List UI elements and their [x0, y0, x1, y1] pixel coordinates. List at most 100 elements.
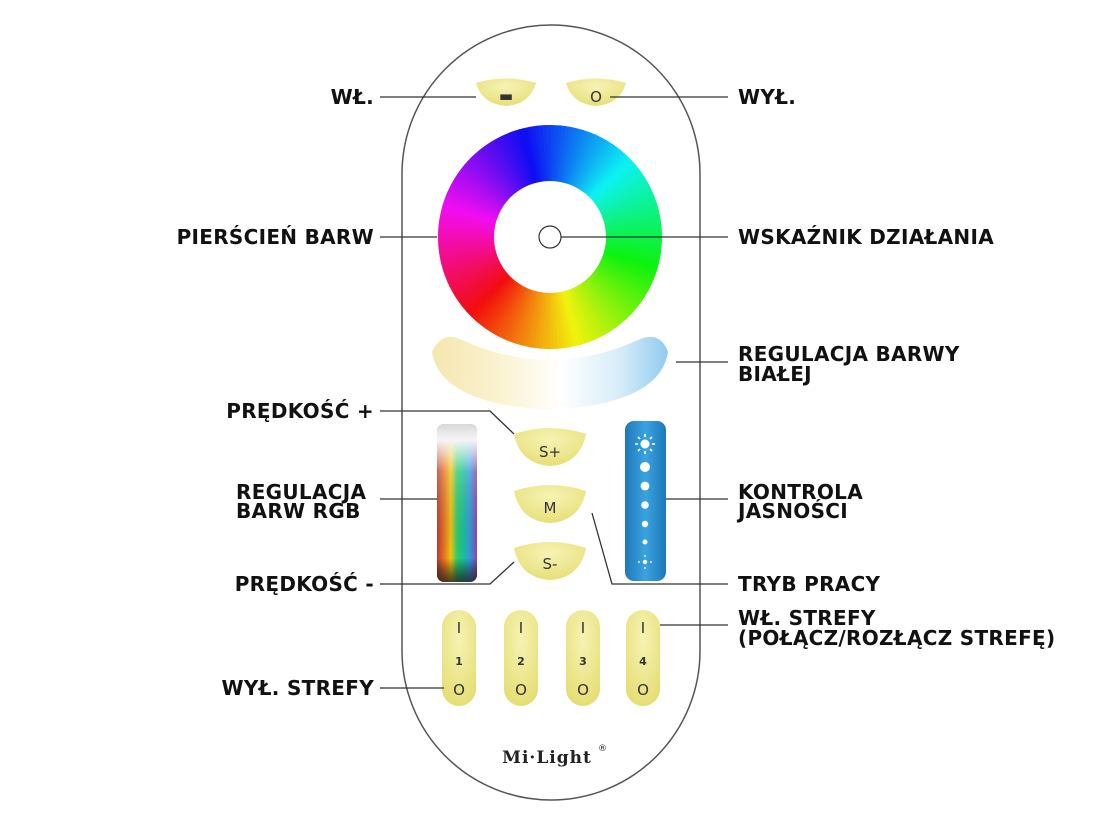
zone-button-3[interactable]: I 3 O — [566, 610, 600, 706]
label-rgb-line1: REGULACJA — [236, 480, 366, 504]
leader-lines — [380, 96, 728, 689]
color-ring-segment — [526, 126, 541, 184]
speed-plus-button[interactable]: S+ — [514, 428, 586, 466]
zone-off-glyph: O — [453, 681, 465, 699]
label-zone-on-line2: (POŁĄCZ/ROZŁĄCZ STREFĘ) — [738, 626, 1055, 650]
color-ring-segment — [545, 291, 550, 349]
off-button[interactable]: O — [566, 78, 626, 107]
mode-button[interactable]: M — [514, 485, 586, 523]
white-tone-slider[interactable] — [432, 336, 668, 410]
color-ring-segment — [603, 246, 661, 261]
color-ring-segment — [446, 190, 500, 217]
color-ring-segment — [514, 289, 535, 345]
color-ring-segment — [490, 283, 523, 334]
color-ring-segment — [586, 276, 628, 321]
color-ring-segment — [443, 198, 499, 220]
color-ring-segment — [474, 277, 515, 323]
label-on: WŁ. — [331, 85, 374, 109]
brightness-low-icon — [638, 555, 652, 569]
color-ring-segment — [577, 140, 610, 191]
color-ring-segment — [603, 213, 661, 228]
color-ring-segment — [503, 287, 530, 341]
color-ring-segment — [494, 137, 525, 190]
color-ring-segment — [541, 291, 549, 349]
zone-number: 1 — [455, 655, 463, 668]
color-ring-segment — [522, 290, 539, 347]
color-ring-segment — [496, 285, 526, 338]
color-ring-segment — [604, 221, 662, 232]
brightness-level-dot — [641, 520, 649, 528]
color-ring-segment — [585, 277, 625, 324]
color-ring-segment — [604, 244, 661, 258]
color-ring-segment — [565, 129, 586, 185]
rgb-color-strip[interactable] — [437, 424, 477, 582]
color-ring-segment — [602, 250, 659, 269]
zone-on-glyph: I — [457, 619, 461, 637]
color-ring-segment — [553, 291, 562, 349]
color-ring-segment — [538, 125, 547, 183]
speed-minus-label: S- — [543, 555, 558, 573]
mode-label: M — [544, 499, 557, 517]
on-button-glyph: ▬ — [499, 87, 513, 105]
label-white-line1: REGULACJA BARWY — [738, 342, 960, 366]
color-ring-segment — [466, 273, 511, 315]
color-ring-segment — [600, 255, 656, 280]
color-ring-segment — [533, 291, 545, 349]
label-brightness-line2: JASNOŚCI — [736, 499, 848, 523]
zone-button-4[interactable]: I 4 O — [626, 610, 660, 706]
color-ring-segment — [443, 253, 499, 276]
color-ring-segment — [466, 158, 511, 201]
color-ring-segment — [486, 282, 521, 332]
color-ring-segment — [439, 213, 497, 228]
color-ring-segment — [574, 136, 604, 189]
color-ring-segment — [586, 153, 629, 198]
zone-off-glyph: O — [515, 681, 527, 699]
color-ring-segment — [500, 286, 528, 340]
color-ring-segment — [594, 267, 643, 304]
color-ring-segment — [439, 244, 496, 257]
color-ring-segment — [559, 290, 574, 348]
zone-button-1[interactable]: I 1 O — [442, 610, 476, 706]
color-ring-segment — [593, 168, 641, 205]
speed-plus-label: S+ — [539, 443, 561, 461]
zone-button-2[interactable]: I 2 O — [504, 610, 538, 706]
brightness-control[interactable] — [625, 421, 666, 581]
color-ring-segment — [598, 184, 651, 214]
status-indicator-icon — [538, 225, 562, 249]
speed-minus-button[interactable]: S- — [514, 542, 586, 580]
color-ring-segment — [459, 167, 507, 205]
color-ring-segment — [570, 133, 597, 187]
label-speed-plus: PRĘDKOŚĆ + — [226, 399, 374, 423]
color-ring-segment — [564, 289, 585, 345]
color-ring-segment — [546, 124, 551, 183]
color-ring-segment — [441, 250, 498, 268]
brightness-level-dot — [640, 481, 650, 491]
color-ring-segment — [599, 187, 653, 215]
color-ring-segment — [457, 170, 506, 207]
color-ring-segment — [568, 288, 592, 343]
color-ring-segment — [451, 180, 503, 212]
zone-on-glyph: I — [641, 619, 645, 637]
color-ring-segment — [604, 240, 662, 250]
color-ring-segment — [578, 282, 613, 333]
color-ring-segment — [454, 265, 505, 300]
color-ring-segment — [447, 187, 501, 215]
color-ring-segment — [549, 291, 554, 350]
on-button[interactable]: ▬ — [476, 78, 536, 107]
label-zone-on-line1: WŁ. STREFY — [738, 606, 876, 630]
color-ring-segment — [597, 262, 649, 294]
color-ring-segment — [557, 126, 571, 183]
color-ring[interactable] — [437, 124, 663, 350]
color-ring-segment — [575, 284, 606, 337]
registered-mark: ® — [598, 744, 607, 754]
color-ring-segment — [534, 125, 545, 183]
color-ring-segment — [596, 264, 647, 297]
color-ring-segment — [438, 240, 496, 249]
color-ring-segment — [442, 251, 498, 272]
color-ring-segment — [511, 288, 533, 344]
label-brightness-line1: KONTROLA — [738, 480, 863, 504]
label-off: WYŁ. — [738, 85, 796, 109]
brightness-level-dot — [641, 501, 649, 509]
off-button-glyph: O — [590, 88, 602, 106]
color-ring-segment — [567, 130, 589, 186]
